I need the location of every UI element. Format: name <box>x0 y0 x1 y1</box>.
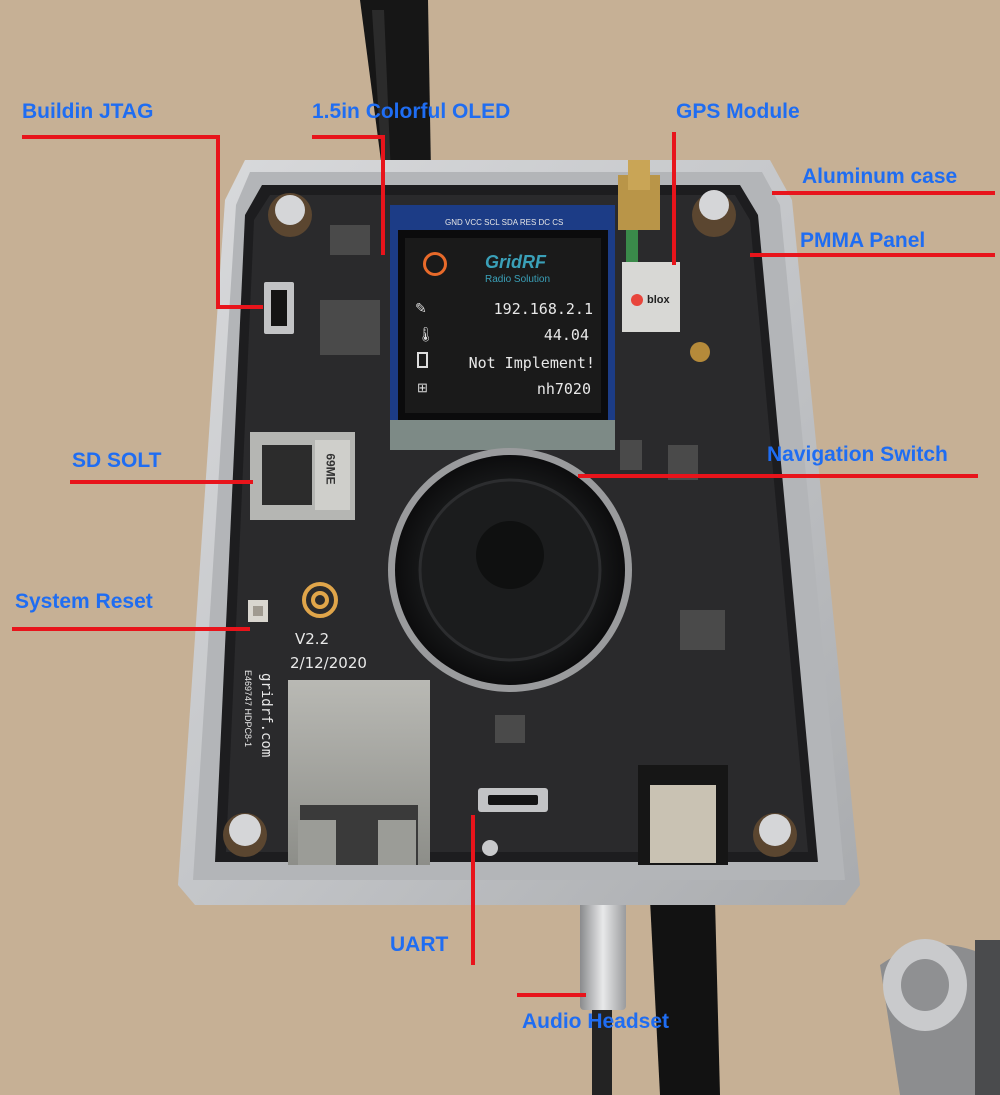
audio-jack <box>638 765 728 865</box>
oled-ip: 192.168.2.1 <box>493 300 593 318</box>
host-icon: ⊞ <box>417 380 428 395</box>
board-serial: E469747 HDPC8-1 <box>243 670 253 748</box>
navigation-switch <box>388 448 632 692</box>
label-pmma-panel: PMMA Panel <box>800 229 926 252</box>
oled-screen: GND VCC SCL SDA RES DC CS GridRF Radio S… <box>405 218 601 413</box>
gridrf-logo <box>302 582 338 618</box>
screw <box>223 190 797 857</box>
oled-host: nh7020 <box>536 380 591 398</box>
sd-mark: 69ME <box>323 453 338 485</box>
board-site: gridrf.com <box>258 673 274 758</box>
gps-module <box>622 262 680 332</box>
oled-brand-sub: Radio Solution <box>485 274 551 285</box>
label-aluminum-case: Aluminum case <box>802 165 958 188</box>
oled-temperature: 44.04 <box>543 326 589 344</box>
label-oled: 1.5in Colorful OLED <box>312 100 511 123</box>
oled-header-pins: GND VCC SCL SDA RES DC CS <box>445 218 564 227</box>
earbud-image <box>880 939 1000 1095</box>
rj45-jack <box>288 680 430 865</box>
battery-icon <box>417 352 428 368</box>
leader-lines <box>12 132 995 997</box>
label-jtag: Buildin JTAG <box>22 100 154 123</box>
headset-cable <box>580 900 720 1095</box>
label-navigation-switch: Navigation Switch <box>767 443 948 466</box>
network-icon: ✎ <box>415 300 427 316</box>
label-audio-headset: Audio Headset <box>522 1010 670 1033</box>
jtag-port <box>264 282 294 334</box>
gps-brand: blox <box>647 294 670 306</box>
sd-slot <box>250 432 355 520</box>
board-version: V2.2 <box>295 630 330 648</box>
temperature-icon: 🌡 <box>417 326 435 342</box>
sma-connector <box>618 160 660 270</box>
label-gps: GPS Module <box>676 100 800 123</box>
oled-brand: GridRF <box>485 252 546 272</box>
reset-button <box>248 600 268 622</box>
gridrf-oled-logo-icon <box>423 252 447 276</box>
uart-port <box>478 788 548 856</box>
board-date: 2/12/2020 <box>290 654 367 672</box>
oled-status: Not Implement! <box>468 354 595 372</box>
label-system-reset: System Reset <box>15 590 153 613</box>
label-uart: UART <box>390 933 449 956</box>
label-sd-slot: SD SOLT <box>72 449 162 472</box>
